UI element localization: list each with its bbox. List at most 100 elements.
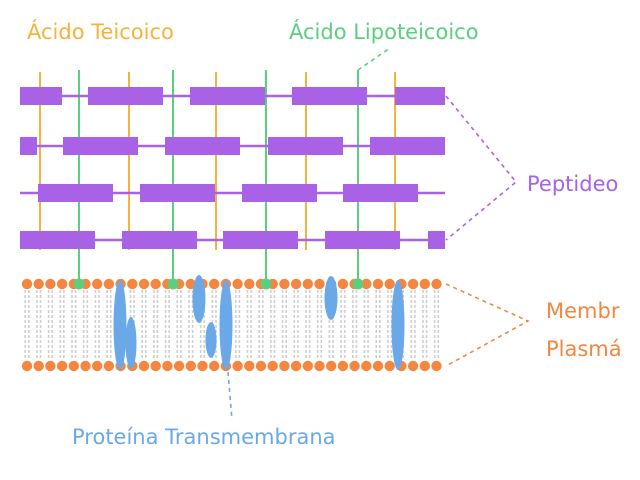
transmembrane-protein [324,276,338,320]
glycan-strand-block [140,184,215,202]
teichoic-acid-label: Ácido Teicoico [27,19,174,44]
glycan-strand-block [38,184,113,202]
glycan-strand-block [395,87,445,105]
glycan-strand-block [165,137,240,155]
phospholipid-head-inner [407,360,419,372]
glycan-strand-block [428,231,445,249]
phospholipid-head-inner [197,360,208,372]
peptidoglycan-layer [20,184,445,202]
lipid-tail-pair [363,290,369,358]
lipid-tail-pair [305,290,311,358]
lipid-tail-pair [24,290,30,358]
phospholipid-head-inner [232,360,243,372]
lipid-tail-pair [94,290,100,358]
phospholipid-head-inner [372,360,384,372]
lipid-tail-pair [433,290,440,358]
glycan-strand-block [20,231,95,249]
phospholipid-head-outer [337,278,349,290]
transmembrane-protein [391,280,405,370]
phospholipid-head-outer [33,278,44,290]
phospholipid-head-outer [232,278,243,290]
glycan-strand-block [242,184,317,202]
lipid-tail-pair [270,290,276,358]
phospholipid-head-outer [302,278,313,290]
phospholipid-head-inner [185,360,196,372]
phospholipid-head-inner [419,360,430,372]
lipoteichoic-anchor-head [260,278,272,290]
phospholipid-head-outer [138,278,150,290]
phospholipid-head-outer [103,278,115,290]
plasma-membrane-label-line1: Membr [546,299,620,323]
glycan-strand-block [63,137,138,155]
peptidoglycan-bracket [445,95,518,241]
lipid-tail-pair [235,290,241,358]
glycan-strand-block [370,137,445,155]
phospholipid-head-inner [361,360,372,372]
phospholipid-head-outer [372,278,384,290]
transmembrane-protein [219,280,233,370]
lipid-tail-pair [71,290,77,358]
phospholipid-head-outer [314,278,325,290]
lipid-tail-pair [176,290,182,358]
peptidoglycan-layer [20,87,445,105]
lipoteichoic-anchor-head [73,278,85,290]
glycan-strand-block [20,87,62,105]
transmembrane-protein [125,317,137,369]
phospholipid-head-inner [45,360,56,372]
phospholipid-head-inner [56,360,68,372]
glycan-strand-block [343,184,418,202]
phospholipid-head-inner [80,360,91,372]
glycan-strand-block [20,137,37,155]
phospholipid-head-inner [92,360,103,372]
lipoteichoic-anchor-head [167,278,179,290]
phospholipid-head-outer [290,278,302,290]
lipid-tail-pair [281,290,288,358]
lipoteichoic-anchor-head [352,278,364,290]
phospholipid-head-inner [173,360,185,372]
phospholipid-head-outer [185,278,196,290]
lipoteichoic-acid-label: Ácido Lipoteicoico [289,19,479,44]
phospholipid-head-inner [162,360,173,372]
phospholipid-head-inner [326,360,337,372]
phospholipid-head-inner [267,360,278,372]
phospholipid-head-outer [244,278,255,290]
lipid-tail-pair [164,290,170,358]
glycan-strand-block [223,231,298,249]
lipid-tail-pair [82,290,89,358]
phospholipid-head-outer [56,278,68,290]
phospholipid-head-outer [361,278,372,290]
peptidoglycan-label: Peptideo [527,172,618,196]
plasma-membrane-label-line2: Plasmá [546,337,622,361]
phospholipid-head-outer [92,278,103,290]
phospholipid-head-inner [290,360,302,372]
leader-lines [227,47,530,421]
glycan-strand-block [190,87,265,105]
lipid-tail-pair [153,290,159,358]
membrane-bracket [445,283,530,367]
transmembrane-protein-label: Proteína Transmembrana [72,425,336,449]
peptidoglycan-layer [20,231,445,249]
phospholipid-head-outer [419,278,430,290]
phospholipid-head-outer [407,278,419,290]
phospholipid-head-outer [127,278,138,290]
phospholipid-head-inner [302,360,313,372]
phospholipid-head-outer [279,278,290,290]
lipid-tail-pair [141,290,147,358]
phospholipid-head-inner [21,360,33,372]
phospholipid-head-inner [314,360,325,372]
phospholipid-head-inner [68,360,80,372]
lipid-tail-pair [188,290,194,358]
lipid-tail-pair [422,290,428,358]
transmembrane-protein [113,280,127,370]
transmembrane-proteins [113,275,405,370]
lipid-tail-pair [340,290,346,358]
phospholipid-head-inner [138,360,150,372]
lipoteichoic-leader [357,47,391,71]
protein-leader [227,371,233,421]
phospholipid-head-inner [150,360,161,372]
lipid-tail-pair [59,290,65,358]
lipid-tail-pair [316,290,323,358]
glycan-strand-block [88,87,163,105]
